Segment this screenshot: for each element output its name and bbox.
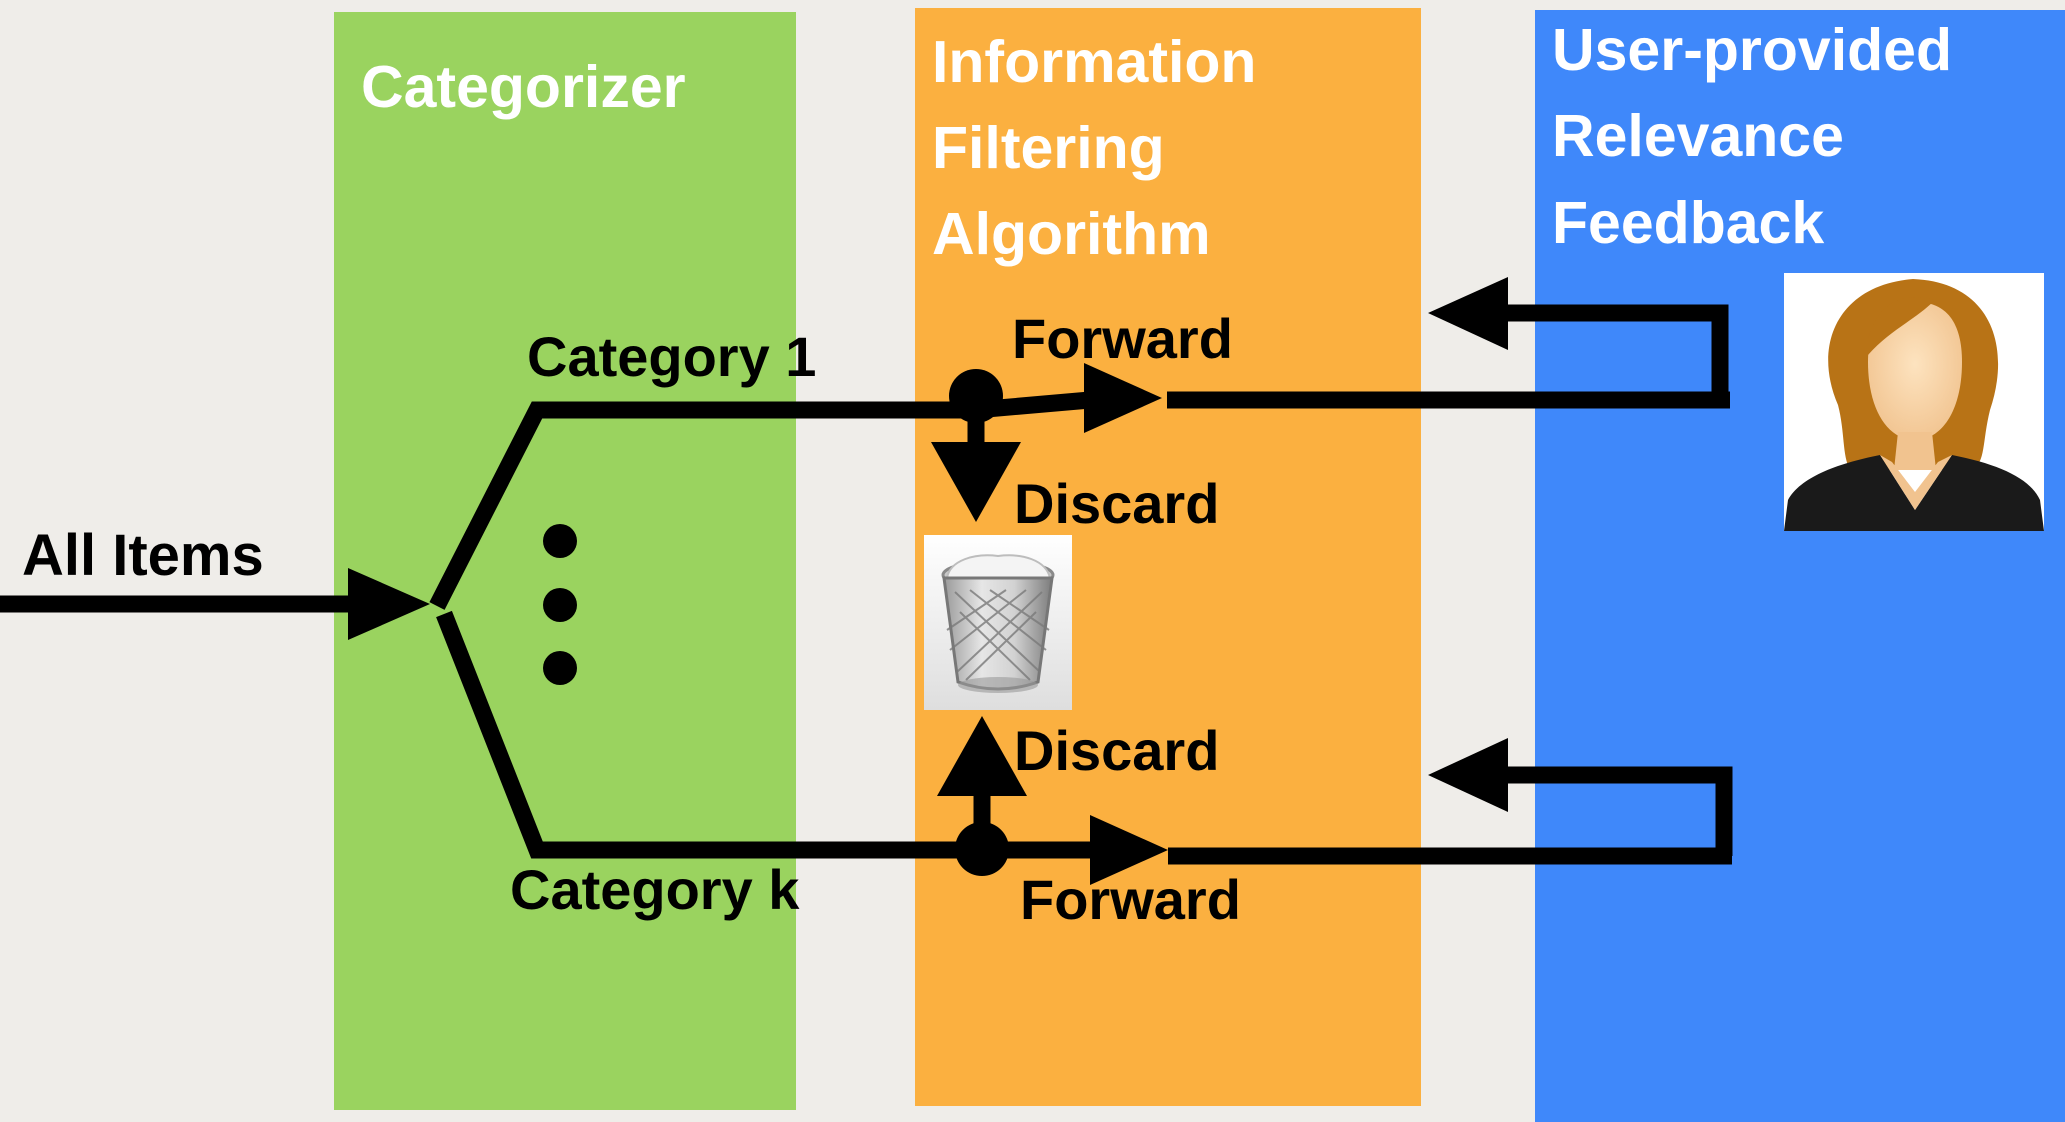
feedback-arrowhead-top: [1428, 277, 1508, 350]
category-1-label: Category 1: [527, 325, 816, 388]
category-k-label: Category k: [510, 858, 800, 921]
feedback-loop-top: [1505, 304, 1729, 400]
all-items-arrow: [0, 568, 430, 640]
filtering-title-line-3: Algorithm: [932, 201, 1211, 267]
category-k-discard-arrow: [937, 716, 1027, 835]
categorizer-title: Categorizer: [361, 54, 686, 120]
feedback-title-line-3: Feedback: [1552, 190, 1824, 256]
feedback-title-line-2: Relevance: [1552, 103, 1844, 169]
forward-top-label: Forward: [1012, 307, 1233, 370]
category-1-discard-arrow: [931, 410, 1021, 522]
feedback-title-line-1: User-provided: [1552, 17, 1952, 83]
discard-bottom-label: Discard: [1014, 719, 1219, 782]
all-items-label: All Items: [22, 523, 264, 588]
user-avatar-icon: [1784, 273, 2044, 531]
category-branches: [429, 401, 980, 859]
trash-can-icon: [924, 535, 1072, 710]
category-1-forward-path: [949, 363, 1730, 433]
forward-bottom-label: Forward: [1020, 868, 1241, 931]
feedback-panel: [1535, 10, 2065, 1122]
category-k-forward-path: [955, 815, 1732, 885]
categorizer-panel: [334, 12, 796, 1110]
filtering-title-line-1: Information: [932, 29, 1256, 95]
feedback-loop-bottom: [1505, 766, 1733, 856]
feedback-arrowhead-bottom: [1428, 738, 1508, 812]
discard-top-label: Discard: [1014, 472, 1219, 535]
filtering-title-line-2: Filtering: [932, 115, 1165, 181]
more-categories-ellipsis: [543, 524, 577, 685]
